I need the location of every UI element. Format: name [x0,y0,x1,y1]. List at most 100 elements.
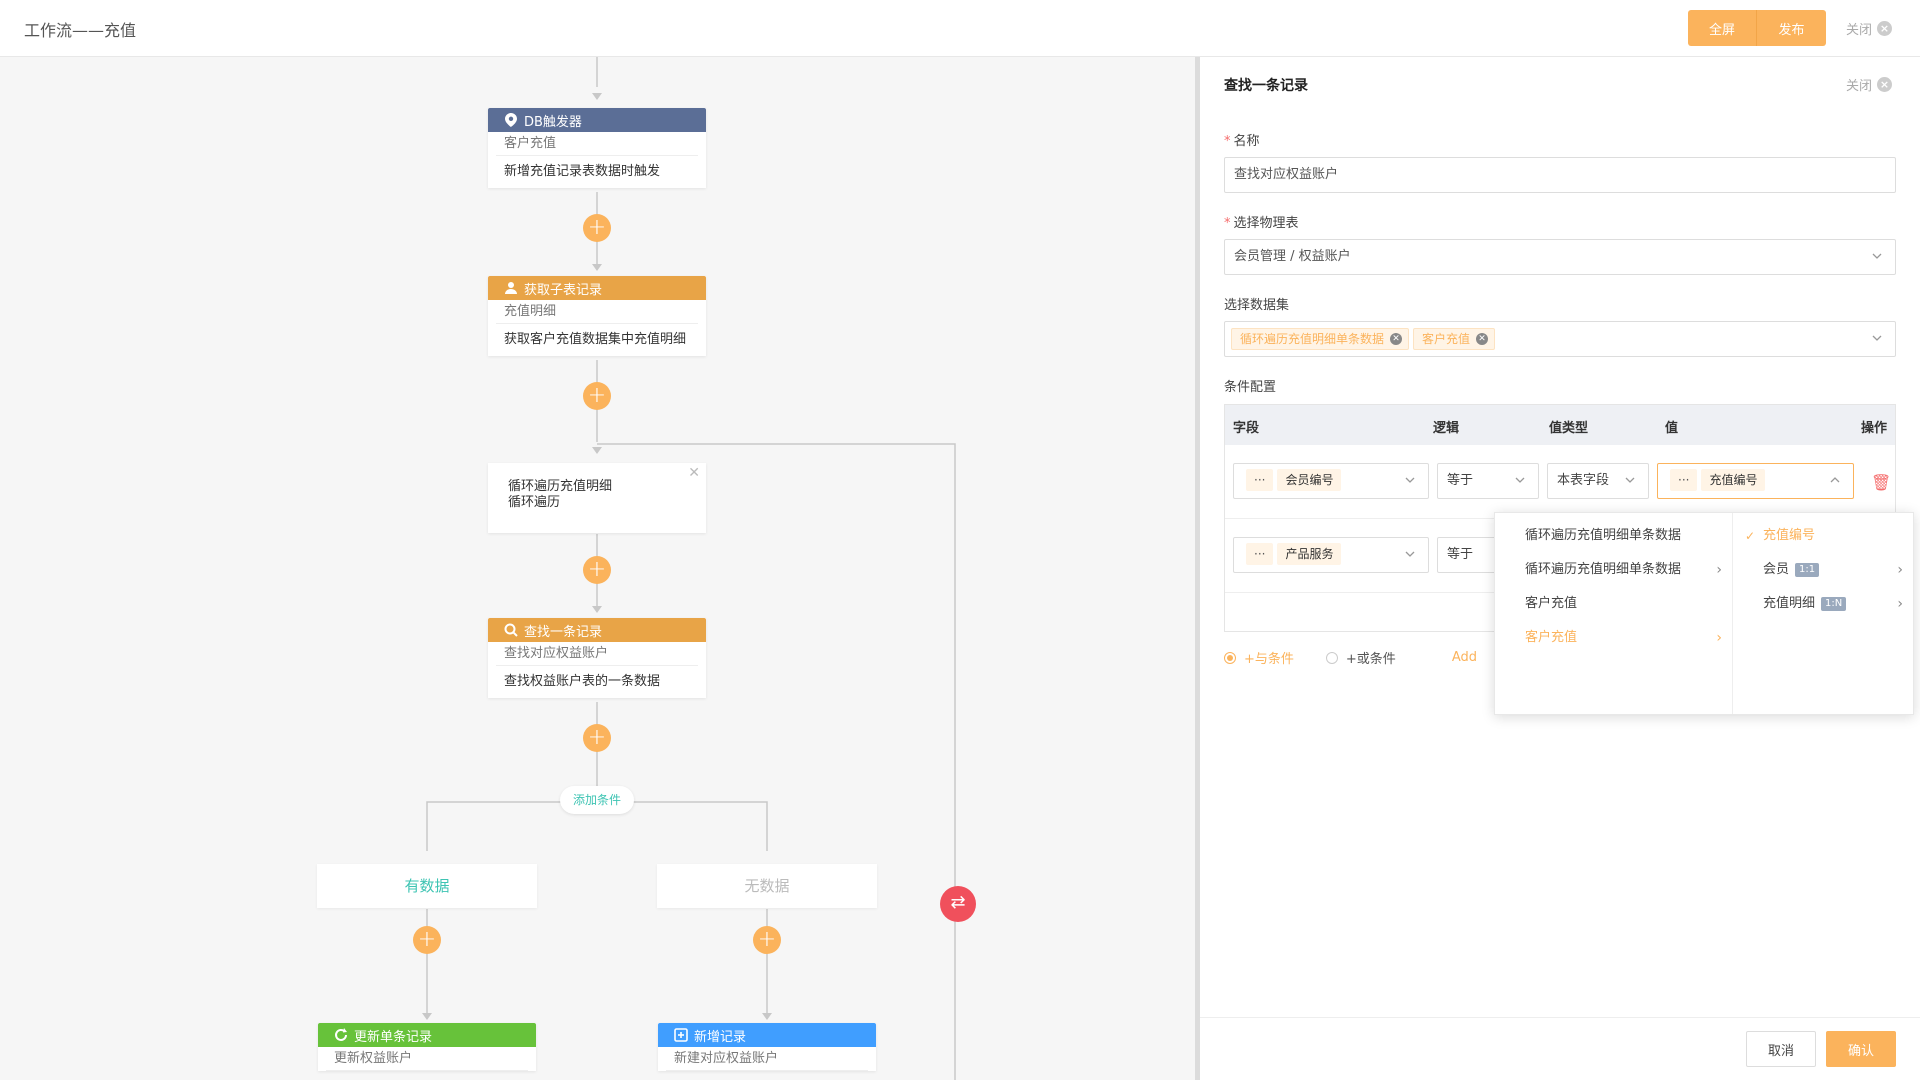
condition-row: ···会员编号 等于 本表字段 ···充值编号 🗑 [1225,445,1895,519]
branch-no-data[interactable]: 无数据 [657,864,877,908]
add-node-button[interactable]: + [583,724,611,752]
node-header: 获取子表记录 [488,276,706,300]
fullscreen-button[interactable]: 全屏 [1688,10,1757,46]
chevron-right-icon: › [1897,596,1903,612]
name-input[interactable]: 查找对应权益账户 [1224,157,1896,193]
value-cascader-dropdown: 循环遍历充值明细单条数据 循环遍历充值明细单条数据› 客户充值 客户充值› ✓充… [1494,512,1914,715]
dataset-select[interactable]: 循环遍历充值明细单条数据✕客户充值✕ [1224,321,1896,357]
value-type-value: 本表字段 [1557,473,1610,488]
field-name: 会员编号 [1277,469,1342,491]
search-icon [504,623,518,637]
logic-value: 等于 [1447,473,1474,488]
value-select[interactable]: ···充值编号 [1657,463,1854,499]
add-node-button[interactable]: + [583,214,611,242]
relation-badge: 1:1 [1795,562,1820,577]
publish-button[interactable]: 发布 [1757,10,1826,46]
node-name: 新建对应权益账户 [666,1047,868,1071]
panel-title: 查找一条记录 [1224,78,1308,94]
workflow-node-add-record[interactable]: 新增记录 新建对应权益账户 [658,1023,876,1071]
and-radio[interactable] [1224,651,1236,664]
add-node-button[interactable]: + [583,556,611,584]
dataset-label: 选择数据集 [1224,298,1290,313]
col-value: 值 [1665,421,1679,436]
add-node-button[interactable]: + [753,926,781,954]
value-type-select[interactable]: 本表字段 [1547,463,1649,499]
node-type-label: 新增记录 [694,1029,747,1045]
panel-close-button[interactable]: 关闭 × [1846,75,1893,94]
chevron-down-icon [1405,551,1415,557]
cascader-option[interactable]: 循环遍历充值明细单条数据 [1525,528,1682,543]
page-title: 工作流——充值 [24,21,137,40]
logic-select[interactable]: 等于 [1437,463,1539,499]
dataset-tag[interactable]: 客户充值✕ [1413,327,1496,350]
node-type-label: 获取子表记录 [524,282,603,298]
add-node-button[interactable]: + [413,926,441,954]
add-record-icon [674,1028,688,1042]
cascader-option[interactable]: 循环遍历充值明细单条数据› [1495,553,1732,587]
logic-value: 等于 [1447,547,1474,562]
panel-splitter[interactable] [1195,57,1200,1080]
panel-footer: 取消 确认 [1200,1017,1920,1080]
col-logic: 逻辑 [1433,421,1460,436]
delete-row-icon[interactable]: 🗑 [1871,473,1892,492]
or-condition-label[interactable]: +或条件 [1345,652,1396,667]
add-condition-link[interactable]: Add [1451,650,1477,665]
workflow-node-db-trigger[interactable]: DB触发器 客户充值 新增充值记录表数据时触发 [488,108,706,188]
cascader-option-selected[interactable]: ✓充值编号 [1733,519,1913,553]
node-description: 新增充值记录表数据时触发 [504,164,661,179]
field-select[interactable]: ···产品服务 [1233,537,1429,573]
chevron-down-icon [1872,335,1882,341]
or-radio[interactable] [1325,651,1338,664]
chevron-down-icon [1515,477,1525,483]
node-type-label: 查找一条记录 [524,624,603,640]
node-name: 更新权益账户 [326,1047,528,1071]
loop-back-icon[interactable]: ⇄ [940,886,976,922]
header-button-group: 全屏 发布 [1688,10,1826,46]
add-condition-button[interactable]: 添加条件 [560,786,634,814]
check-icon: ✓ [1745,529,1756,543]
node-name: 充值明细 [496,300,698,324]
field-prefix: ··· [1246,469,1274,491]
field-select[interactable]: ···会员编号 [1233,463,1429,499]
chevron-down-icon [1405,477,1415,483]
close-icon: × [1877,21,1893,36]
node-header: 查找一条记录 [488,618,706,642]
physical-table-label: *选择物理表 [1224,216,1299,231]
branch-has-data[interactable]: 有数据 [317,864,537,908]
field-prefix: ··· [1246,543,1274,565]
workflow-node-get-subtable[interactable]: 获取子表记录 充值明细 获取客户充值数据集中充值明细 [488,276,706,356]
confirm-button[interactable]: 确认 [1826,1031,1896,1067]
header-close-button[interactable]: 关闭 × [1846,19,1893,38]
workflow-node-loop[interactable]: 循环遍历充值明细 循环遍历 ✕ [488,463,706,533]
condition-config-label: 条件配置 [1224,380,1277,395]
workflow-node-find-record[interactable]: 查找一条记录 查找对应权益账户 查找权益账户表的一条数据 [488,618,706,698]
value-prefix: ··· [1670,469,1698,491]
physical-table-select[interactable]: 会员管理 / 权益账户 [1224,239,1896,275]
dataset-tag[interactable]: 循环遍历充值明细单条数据✕ [1231,327,1410,350]
condition-table-header: 字段 逻辑 值类型 值 操作 [1225,405,1895,445]
node-type-label: 更新单条记录 [354,1029,433,1045]
node-header: 更新单条记录 [318,1023,536,1047]
cancel-button[interactable]: 取消 [1746,1031,1816,1067]
tag-remove-icon[interactable]: ✕ [1476,332,1489,345]
workflow-node-update-record[interactable]: 更新单条记录 更新权益账户 [318,1023,536,1071]
tag-remove-icon[interactable]: ✕ [1390,332,1403,345]
close-icon[interactable]: ✕ [688,465,700,481]
node-description: 查找权益账户表的一条数据 [504,674,661,689]
node-name: 客户充值 [496,132,698,156]
workflow-canvas[interactable]: DB触发器 客户充值 新增充值记录表数据时触发 + 获取子表记录 充值明细 获取… [0,57,1195,1080]
close-icon: × [1877,77,1893,92]
col-value-type: 值类型 [1549,421,1589,436]
add-node-button[interactable]: + [583,382,611,410]
cascader-option-selected[interactable]: 客户充值› [1495,621,1732,655]
cascader-option[interactable]: 客户充值 [1525,596,1578,611]
chevron-right-icon: › [1716,630,1722,646]
panel-close-label: 关闭 [1846,79,1873,94]
and-condition-label[interactable]: +与条件 [1244,652,1294,667]
node-description: 获取客户充值数据集中充值明细 [504,332,687,347]
chevron-up-icon [1830,477,1840,483]
node-header: DB触发器 [488,108,706,132]
